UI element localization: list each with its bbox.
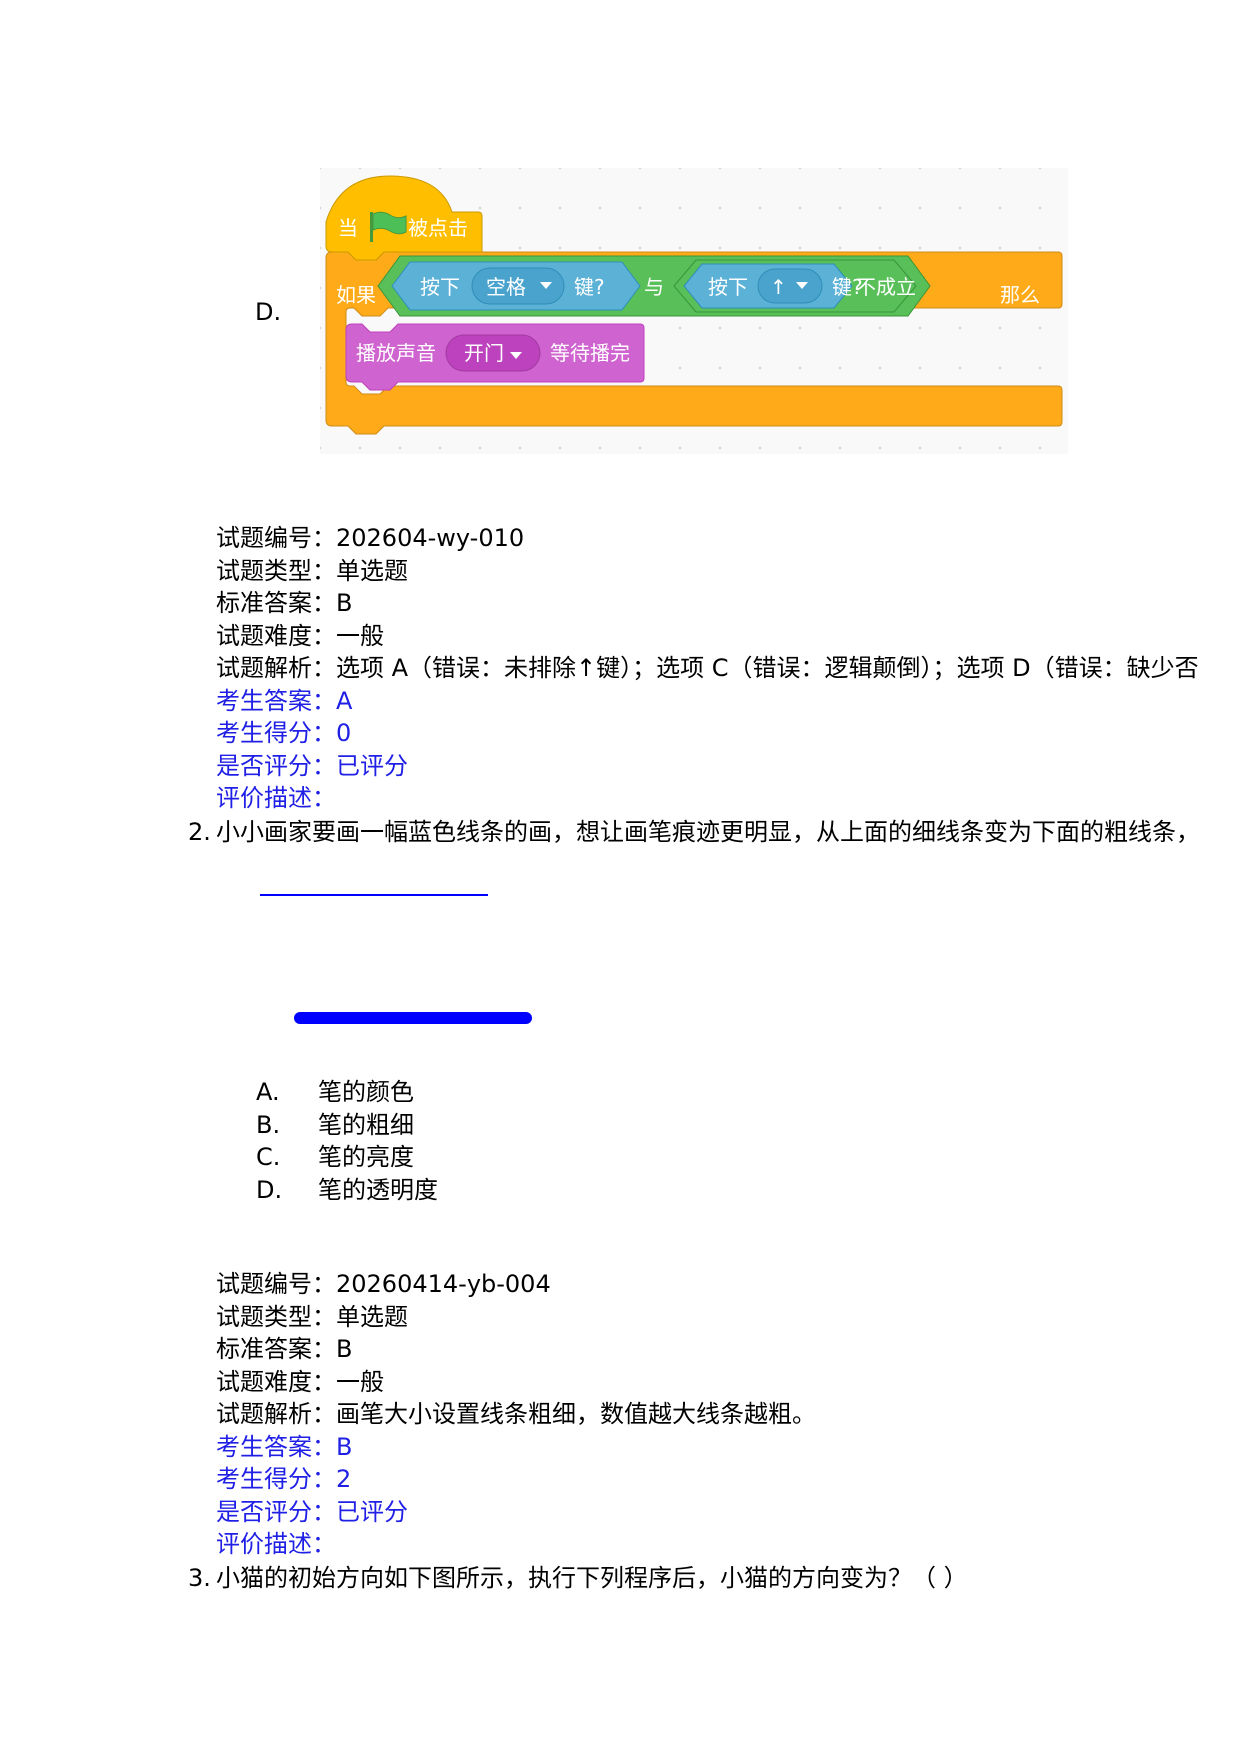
thick-blue-line [294, 1012, 532, 1024]
sound-dropdown [445, 334, 541, 372]
key-pressed-up-block: 按下 ↑ 键? [683, 263, 863, 309]
key2-dropdown [757, 268, 823, 304]
key1-dropdown [471, 267, 565, 305]
graded-status: 是否评分：已评分 [216, 1497, 408, 1526]
not-label: 不成立 [856, 275, 916, 299]
q2-number: 2. [188, 818, 211, 846]
green-flag-icon [370, 211, 407, 242]
play-sound-until-done-block: 播放声音 开门 等待播完 [345, 323, 645, 391]
hat-when-text: 当 [338, 216, 358, 240]
analysis: 试题解析：选项 A（错误：未排除↑键）；选项 C（错误：逻辑颠倒）；选项 D（错… [216, 654, 1199, 682]
student-score: 考生得分：0 [216, 719, 352, 747]
hat-clicked-text: 被点击 [408, 216, 468, 240]
option-a-letter: A. [256, 1078, 280, 1106]
and-operator-block: 按下 空格 键? 与 按下 ↑ 键? 不成立 [377, 255, 931, 317]
and-label: 与 [644, 275, 664, 299]
student-score: 考生得分：2 [216, 1465, 352, 1493]
chevron-down-icon [540, 282, 552, 289]
when-flag-clicked-block: 当 被点击 [325, 175, 483, 261]
option-a-text: 笔的颜色 [318, 1078, 414, 1106]
then-label: 那么 [1000, 283, 1040, 307]
scratch-script-image: 当 被点击 如果 按下 空格 键? 与 [320, 168, 1068, 454]
key-pressed-space-block: 按下 空格 键? [391, 261, 641, 311]
question-id: 试题编号：20260414-yb-004 [216, 1270, 551, 1298]
option-c-letter: C. [256, 1143, 281, 1171]
key1-suffix-text: 键? [574, 275, 605, 299]
key2-pressed-text: 按下 [708, 275, 748, 299]
difficulty: 试题难度：一般 [216, 1367, 384, 1396]
sound-value-text: 开门 [464, 341, 504, 365]
sound-label: 播放声音 [356, 341, 436, 365]
key1-pressed-text: 按下 [420, 275, 460, 299]
option-b-text: 笔的粗细 [318, 1111, 414, 1139]
sound-suffix-text: 等待播完 [550, 341, 630, 365]
key2-suffix-text: 键? [832, 275, 863, 299]
chevron-down-icon [510, 352, 522, 359]
student-answer: 考生答案：B [216, 1432, 353, 1461]
key2-value-text: ↑ [770, 275, 787, 299]
question-type: 试题类型：单选题 [216, 556, 408, 585]
evaluation-comment: 评价描述： [216, 1530, 336, 1558]
difficulty: 试题难度：一般 [216, 621, 384, 650]
key1-value-text: 空格 [486, 275, 526, 299]
q3-stem: 小猫的初始方向如下图所示，执行下列程序后，小猫的方向变为？（ ） [216, 1564, 968, 1592]
graded-status: 是否评分：已评分 [216, 751, 408, 780]
question-id: 试题编号：202604-wy-010 [216, 524, 525, 552]
option-b-letter: B. [256, 1111, 281, 1139]
not-operator-block: 按下 ↑ 键? 不成立 [673, 259, 917, 313]
q2-stem: 小小画家要画一幅蓝色线条的画，想让画笔痕迹更明显，从上面的细线条变为下面的粗线条… [216, 818, 1200, 846]
chevron-down-icon [796, 282, 808, 289]
thin-blue-line [260, 894, 488, 896]
option-d-label: D. [255, 298, 282, 326]
q1-meta: 试题编号：202604-wy-010 试题类型：单选题 标准答案：B 试题难度：… [216, 522, 1199, 815]
analysis: 试题解析：画笔大小设置线条粗细，数值越大线条越粗。 [216, 1400, 816, 1428]
standard-answer: 标准答案：B [216, 589, 353, 617]
evaluation-comment: 评价描述： [216, 784, 336, 812]
if-label: 如果 [336, 283, 376, 307]
q3-number: 3. [188, 1564, 211, 1592]
q2-meta: 试题编号：20260414-yb-004 试题类型：单选题 标准答案：B 试题难… [216, 1268, 816, 1561]
student-answer: 考生答案：A [216, 686, 353, 715]
question-type: 试题类型：单选题 [216, 1302, 408, 1331]
option-c-text: 笔的亮度 [318, 1143, 414, 1171]
option-d-letter: D. [256, 1176, 283, 1204]
standard-answer: 标准答案：B [216, 1335, 353, 1363]
option-d-text: 笔的透明度 [318, 1176, 438, 1204]
